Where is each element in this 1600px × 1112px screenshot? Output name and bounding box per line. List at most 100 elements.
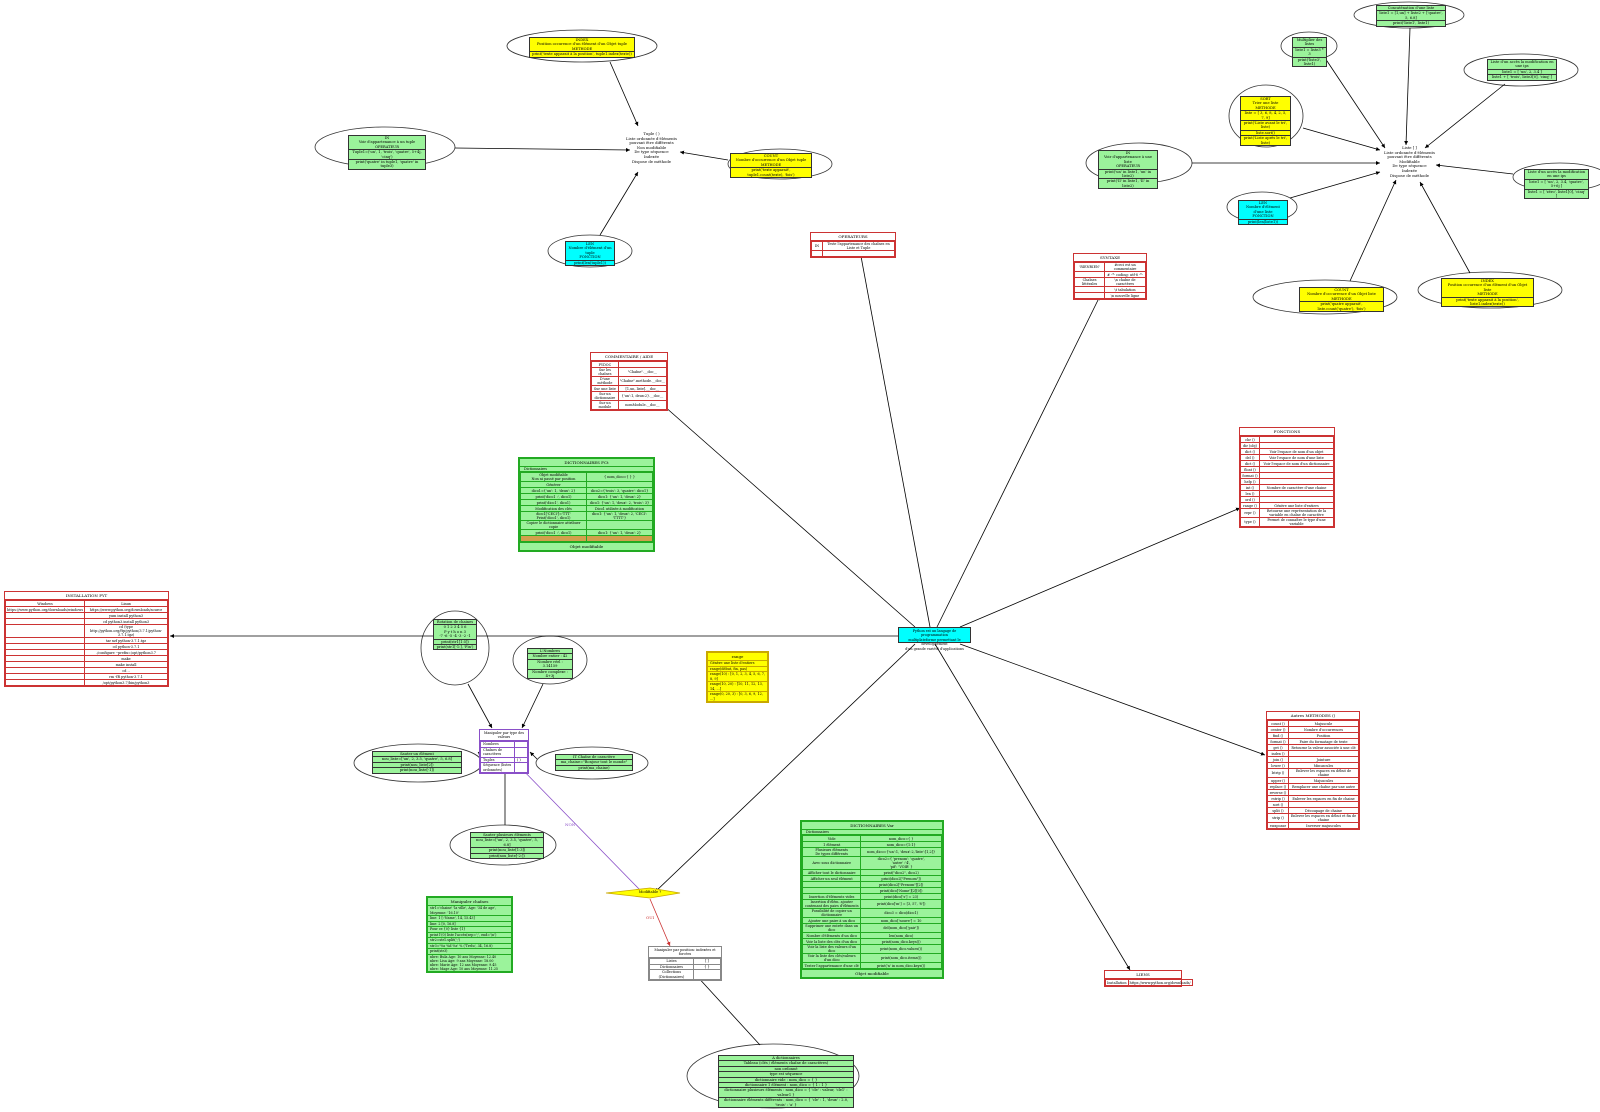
table-row: type ()Permet de connaître le type d'une… xyxy=(1240,517,1334,527)
seq-type-grid: Nombres Chaînes de caractères Tuples( ) … xyxy=(480,741,528,773)
table-cell: dico3 = dico(dico1) xyxy=(860,908,942,918)
list-sort-code: liste = [ 3, 6, 8, 4, 2, 5, 7, 9] xyxy=(1241,110,1290,120)
table-row: Copier le dictionnaire attribuer copie xyxy=(520,520,653,530)
dico-examples-line: non ordonné xyxy=(719,1065,853,1071)
range-line: range(10) : [0, 1, 2, 3, 4, 5, 6, 7, 8, … xyxy=(708,672,767,682)
list-multiple-code: print('liste3', liste1) xyxy=(1293,56,1326,67)
list-index-title: INDEX Position occurence d'un élément d'… xyxy=(1447,279,1528,297)
syntaxe-grid: 'RIENRIEN'#ceci est un commentaire # -*-… xyxy=(1073,262,1146,299)
edge-nombres-seq xyxy=(521,683,544,729)
table-cell: Enlever les espaces en début et fin de c… xyxy=(1288,813,1359,823)
table-cell: cd (type http://python.org/ftp/python/3.… xyxy=(84,624,168,638)
table-row: Voir la liste des clés/valeurs d'un dico… xyxy=(801,953,942,963)
table-row: cd (type http://python.org/ftp/python/3.… xyxy=(4,624,168,638)
table-cell xyxy=(1073,292,1106,299)
table-cell: Permet de connaître le type d'une variab… xyxy=(1259,517,1334,527)
tuple-line: De type séquence xyxy=(634,149,669,155)
table-cell: lstrip () xyxy=(1267,768,1289,778)
table-row: Collections (Dictionnaires) xyxy=(649,969,721,980)
dictionnaires-var-footer: Objet modifiable xyxy=(802,969,942,977)
sauter-code: nou_liste=['un', 2, 3.5, 'quatre', 5, 6.… xyxy=(373,756,461,761)
edge-root-methodes xyxy=(959,643,1266,756)
table-row: Séquence (listes ordonnées) xyxy=(480,762,528,773)
edge-list-listmod xyxy=(1435,163,1514,175)
list-count-title: COUNT Nombre d'occurrence d'un Objet lis… xyxy=(1307,288,1376,301)
tuple-line: Non modifiable xyxy=(636,144,667,150)
table-row: dico1['CECI']='TTT' Print('dico1', dico1… xyxy=(520,511,653,521)
table-cell: repr () xyxy=(1240,508,1260,518)
rotation-index: 0 1 2 3 4 5 6 P y t h o n 3 -7 -6 -5 -4 … xyxy=(434,624,476,638)
table-row: repr ()Retourne une représentation de la… xyxy=(1240,508,1334,518)
plusieurs-code: print(nou_liste[-2:]) xyxy=(471,852,543,858)
table-cell: Possibilité de copier un dictionnaire xyxy=(801,908,862,918)
table-cell: Teste l'appartenance des chaînes en List… xyxy=(822,241,895,251)
table-cell xyxy=(586,535,653,542)
chaines-line: print(str3) xyxy=(428,949,511,955)
root-line: d'un grande variété d'applications xyxy=(905,646,964,651)
edge-list-multiple xyxy=(1324,57,1386,149)
list-concat-code: print('liste1', liste1) xyxy=(1377,20,1445,25)
table-row: \n nouvelle ligne xyxy=(1073,292,1146,299)
dictionnaires-fct-title: DICTIONNAIRES FCt xyxy=(520,459,653,467)
list-multiple-title: Multiplier des listes xyxy=(1296,38,1323,47)
sauter-code: print(nou_liste[-1]) xyxy=(373,767,461,772)
table-cell: \n nouvelle ligne xyxy=(1104,292,1146,299)
table-cell: swapcase xyxy=(1267,822,1289,829)
edge-decision-non xyxy=(516,763,641,891)
tuple-center: Tuple ( ) Liste ordonnée d'éléments pouv… xyxy=(614,131,689,164)
operateurs-title: OPERATEURS xyxy=(811,233,895,241)
list-line: Dispose de méthode xyxy=(1390,172,1429,178)
table-cell xyxy=(811,250,823,257)
ellipse-list-listin xyxy=(1463,53,1579,87)
ellipse-list-concat xyxy=(1353,1,1465,29)
unordered-grid: Listes[ ] Dictionnaires{ } Collections (… xyxy=(649,958,721,980)
list-sort-code: print('Liste avant le tri', liste) xyxy=(1241,120,1290,130)
table-cell: Voir la liste des valeurs d'un dico xyxy=(801,944,862,954)
chaines-line: nbre: Bula Age: 10 ans Moyenne: 12.40 xyxy=(430,954,497,959)
table-cell: strip () xyxy=(1267,813,1289,823)
edge-list-len xyxy=(1289,171,1381,199)
tuple-line: Dispose de méthode xyxy=(632,158,671,164)
table-row: strip ()Enlever les espaces en début et … xyxy=(1267,813,1359,823)
chaines-line: str2=str1.split(';') xyxy=(428,938,511,944)
table-cell xyxy=(4,679,86,686)
dico-examples-node: A dictionnaires Tableau (clés / éléments… xyxy=(718,1055,854,1109)
chaines-line: line: 1 [:'Name', 14, 15.43] xyxy=(428,916,511,922)
chainecar-code: ma_chaine="Bonjour tout le monde" xyxy=(556,759,632,764)
edge-list-sort xyxy=(1302,127,1381,151)
table-cell: Installation xyxy=(1105,979,1129,986)
table-cell xyxy=(514,762,528,773)
ellipse-list-count xyxy=(1252,279,1398,315)
unordered-box: Manipuler par position: indexées et forc… xyxy=(648,946,722,981)
nombres-node: L'Nombres Nombre entier : 42 Nombre réel… xyxy=(527,648,573,680)
range-line: range(10, 20) : [10, 11, 12, 13, 14, ...… xyxy=(708,682,767,692)
tuple-in-title: IN Voir d'appartenance à un tuple OPERAT… xyxy=(358,136,416,149)
table-cell: Tester l'appartenance d'une clé xyxy=(801,962,862,969)
list-concat-node: Concaténation d'une liste liste1 = [1,un… xyxy=(1376,5,1446,27)
table-row: Insertion d'élém. ajouter contenant des … xyxy=(801,899,942,909)
table-cell: Voir la liste des clés/valeurs d'un dico xyxy=(801,953,862,963)
ellipse-rotation xyxy=(420,610,490,686)
table-cell: print('n' in nom_dico.keys()) xyxy=(860,962,942,969)
ellipse-list-sort xyxy=(1228,84,1304,148)
list-listin-code: liste1 + [ 'trois', liste3[0], 'cinq' ] xyxy=(1488,74,1556,79)
table-cell: Objet modifiable Non ni passé par positi… xyxy=(520,472,587,482)
list-in-code: print('un' in liste1, 'un' in liste2) xyxy=(1099,168,1157,179)
table-row: Sur les chaînes"Chaîne".__doc__ xyxy=(591,367,668,377)
tuple-line: pouvant être différents xyxy=(629,140,674,146)
table-cell: Séquence (listes ordonnées) xyxy=(480,762,515,773)
syntaxe-title: SYNTAXE xyxy=(1074,254,1146,262)
table-cell: Retourne une représentation de la variab… xyxy=(1259,508,1334,518)
chaines-line: str3='%s %d %s' % ('Trelu', 34, 16.8) xyxy=(428,944,511,949)
range-line: range(0, 20, 3) : [0, 3, 6, 9, 12, ...] xyxy=(710,692,763,701)
dictionnaires-fct-sub: Dictionnaires xyxy=(520,467,653,472)
plusieurs-node: Sauter plusieurs éléments nou_liste=['un… xyxy=(470,832,544,860)
root-text: Python est un langage de programmation m… xyxy=(899,628,970,651)
table-row: /opt/python3.7/bin/python3 xyxy=(4,679,168,686)
plusieurs-code: nou_liste=['un', 2, 3.5, 'quatre', 5, 6.… xyxy=(471,837,543,847)
